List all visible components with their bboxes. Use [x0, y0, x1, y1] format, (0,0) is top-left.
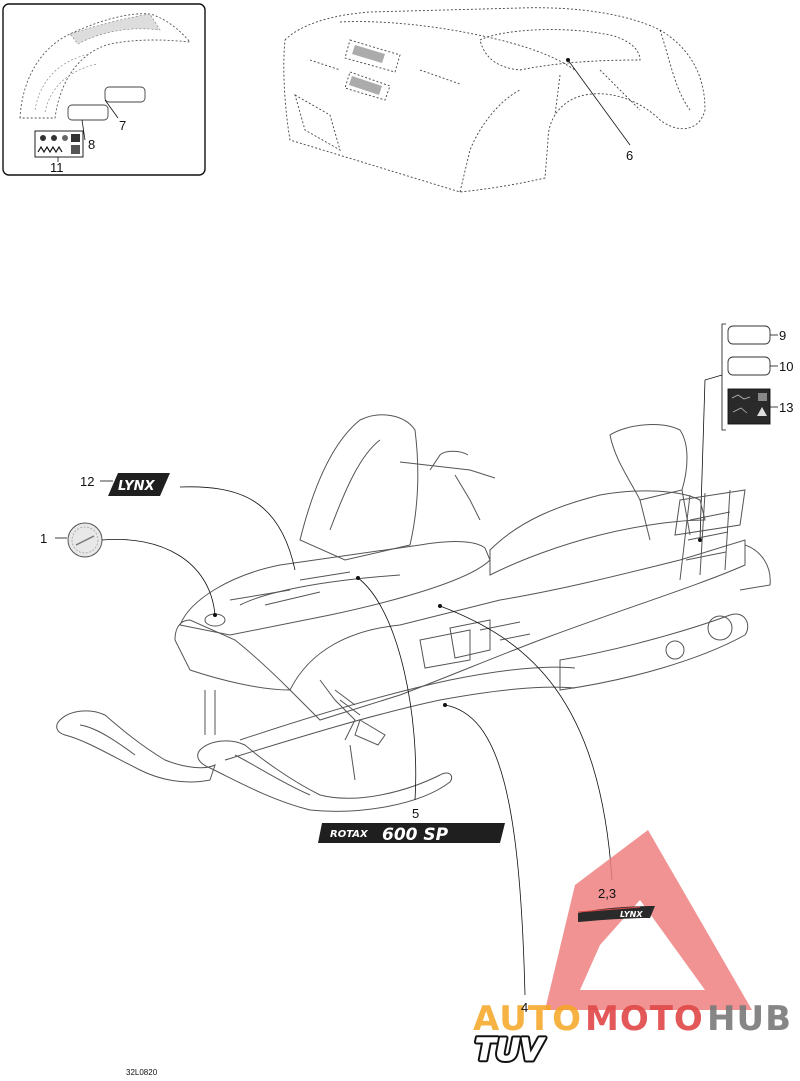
- callout-1: 1: [40, 531, 47, 546]
- watermark-triangle: [545, 830, 752, 1010]
- watermark-hub: HUB: [707, 999, 792, 1039]
- callout-7: 7: [119, 118, 126, 133]
- decal-9-shape: [727, 325, 771, 345]
- callout-13: 13: [779, 400, 793, 415]
- callout-9: 9: [779, 328, 786, 343]
- inset-warning-decal-11: [34, 130, 84, 158]
- callout-23: 2,3: [598, 886, 616, 901]
- leader-4: [444, 704, 526, 996]
- decal-stack: 9 10 13: [698, 323, 793, 542]
- callout-5: 5: [412, 806, 419, 821]
- rotax-model-decal: ROTAX 600 SP: [318, 823, 505, 845]
- leader-5: [357, 577, 417, 801]
- leader-23: [439, 605, 613, 881]
- watermark-moto: MOTO: [585, 999, 704, 1039]
- side-stripe-decal: LYNX: [577, 906, 655, 922]
- body-panel-hatching: [349, 45, 385, 95]
- decal-10-shape: [727, 356, 771, 376]
- decal-13-warning: [727, 388, 771, 425]
- rotax-brand-text: ROTAX: [330, 829, 369, 840]
- inset-decal-8-shape: [67, 104, 109, 121]
- svg-text:LYNX: LYNX: [118, 479, 156, 494]
- inset-hood-outline: [19, 13, 192, 119]
- leader-12: [179, 486, 296, 571]
- inset-decal-7-shape: [104, 86, 146, 103]
- body-panel-drawing: [283, 7, 706, 193]
- inset-frame: [2, 3, 206, 176]
- reference-code: 32L0820: [126, 1068, 158, 1077]
- svg-text:LYNX: LYNX: [620, 910, 643, 919]
- callout-11: 11: [50, 160, 64, 175]
- lynx-logo-decal: LYNX: [108, 473, 170, 496]
- stack-bracket: [721, 323, 726, 431]
- callout-12: 12: [80, 474, 94, 489]
- inset-panel: 7 8 11: [2, 3, 206, 176]
- watermark-logo: AUTO MOTO HUB: [473, 830, 792, 1039]
- rotax-model-text: 600 SP: [382, 825, 449, 845]
- leader-6: [567, 59, 631, 146]
- leader-8: [81, 119, 86, 141]
- callout-4: 4: [521, 1000, 528, 1015]
- leader-7: [104, 99, 119, 119]
- svg-text:TUV: TUV: [475, 1033, 546, 1068]
- tuv-decal: TUV TUV TUV: [473, 1031, 549, 1071]
- svg-text:TUV: TUV: [475, 1033, 546, 1068]
- watermark-auto: AUTO: [473, 999, 582, 1039]
- round-emblem-decal: [67, 522, 103, 558]
- leader-stack: [699, 374, 723, 541]
- snowmobile-drawing: [56, 414, 771, 812]
- callout-6: 6: [626, 148, 633, 163]
- callout-10: 10: [779, 359, 793, 374]
- callout-8: 8: [88, 137, 95, 152]
- leader-1: [101, 538, 216, 616]
